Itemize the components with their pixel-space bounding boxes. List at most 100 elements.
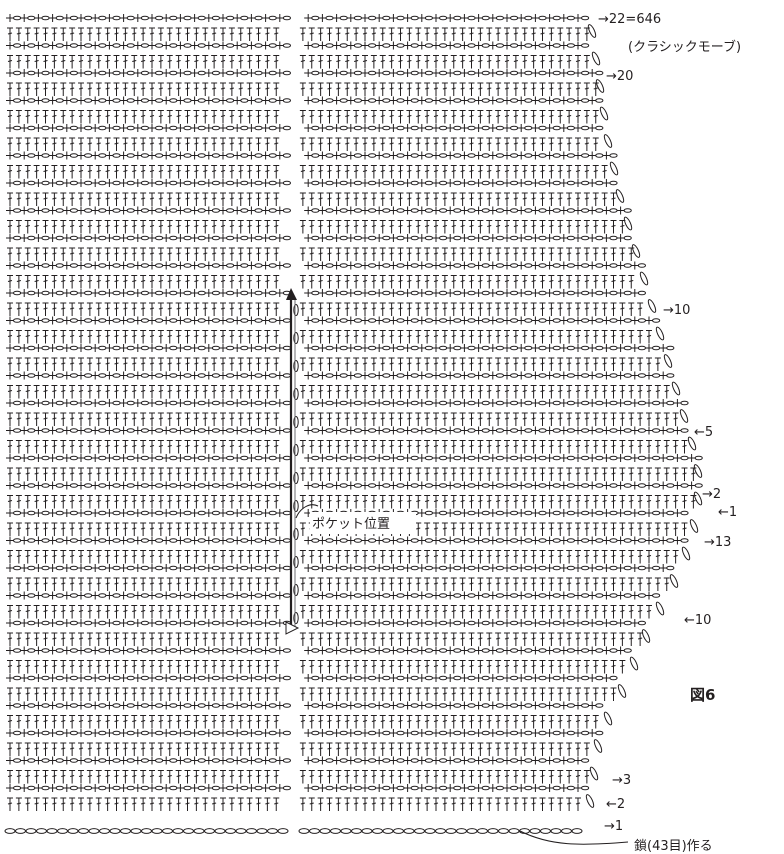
dc-stitch (531, 280, 536, 282)
dc-stitch (398, 417, 403, 420)
dc-stitch (549, 280, 554, 282)
dc-stitch (238, 252, 243, 255)
chain-stitch (552, 290, 561, 296)
chain-stitch (311, 400, 320, 406)
dc-stitch (238, 142, 243, 145)
dc-stitch (567, 87, 572, 90)
chain-stitch (609, 318, 618, 323)
dc-stitch (274, 362, 279, 365)
chain-stitch (467, 15, 476, 21)
dc-stitch (584, 390, 589, 392)
chain-stitch (424, 98, 433, 103)
chain-stitch (382, 208, 391, 213)
chain-stitch (112, 15, 121, 21)
dc-stitch (504, 115, 510, 117)
dc-stitch (602, 335, 607, 337)
dc-stitch (78, 87, 84, 90)
chain-stitch (197, 98, 206, 103)
chain-stitch (396, 43, 405, 48)
dc-stitch (52, 280, 57, 282)
chain-stitch (538, 125, 547, 131)
dc-stitch (327, 390, 332, 392)
chain-stitch (538, 43, 547, 48)
chain-stitch (595, 153, 604, 158)
chain-stitch (524, 373, 533, 378)
chain-stitch (368, 263, 377, 268)
chain-stitch (396, 235, 405, 241)
dc-stitch (380, 225, 385, 227)
dc-stitch (522, 170, 527, 172)
dc-stitch (345, 307, 350, 310)
dc-stitch (354, 335, 359, 337)
dc-stitch (274, 170, 279, 172)
chain-stitch (41, 70, 50, 76)
dc-stitch (646, 390, 652, 392)
chain-stitch (226, 290, 235, 296)
dc-stitch (238, 32, 243, 35)
chain-stitch (240, 318, 249, 323)
dc-stitch (274, 280, 279, 282)
chain-stitch (495, 263, 504, 268)
chain-stitch (211, 263, 220, 268)
dc-stitch (549, 335, 554, 337)
dc-stitch (558, 142, 563, 145)
chain-stitch (481, 290, 490, 296)
dc-stitch (212, 307, 217, 310)
chain-stitch (382, 345, 391, 351)
chain-stitch (467, 125, 476, 131)
dc-stitch (558, 32, 563, 35)
dc-stitch (575, 417, 581, 420)
stitch-row (6, 14, 590, 41)
dc-stitch (61, 280, 66, 282)
chain-stitch (55, 180, 64, 186)
chain-stitch (41, 290, 50, 296)
chain-stitch (609, 373, 618, 378)
dc-stitch (362, 60, 368, 62)
chain-stitch (268, 345, 277, 351)
chain-stitch (439, 263, 448, 268)
dc-stitch (70, 417, 75, 420)
dc-stitch (16, 335, 21, 337)
chain-stitch (98, 125, 107, 131)
dc-stitch (522, 280, 527, 282)
chain-stitch (396, 70, 405, 76)
chain-stitch (439, 15, 448, 21)
chain-stitch (240, 125, 249, 131)
chain-stitch (581, 263, 590, 268)
chain-stitch (84, 208, 93, 213)
stitch-row (6, 96, 604, 124)
dc-stitch (433, 390, 439, 392)
dc-stitch (362, 362, 368, 365)
dc-stitch (504, 252, 510, 255)
chain-stitch (538, 318, 547, 323)
chain-stitch (126, 98, 135, 103)
chain-stitch (467, 263, 476, 268)
dc-stitch (96, 362, 101, 365)
dc-stitch (425, 307, 430, 310)
dc-stitch (531, 60, 536, 62)
dc-stitch (96, 307, 101, 310)
chain-stitch (254, 318, 263, 323)
dc-stitch (220, 390, 226, 392)
chain-stitch (27, 180, 36, 186)
dc-stitch (43, 170, 48, 172)
dc-stitch (558, 197, 563, 200)
dc-stitch (345, 417, 350, 420)
dc-stitch (620, 390, 625, 392)
chain-stitch (325, 400, 334, 406)
dc-stitch (540, 87, 545, 90)
dc-stitch (629, 390, 634, 392)
dc-stitch (416, 197, 421, 200)
chain-stitch (197, 70, 206, 76)
dc-stitch (336, 225, 341, 227)
dc-stitch (416, 417, 421, 420)
chain-stitch (566, 125, 576, 131)
dc-stitch (70, 170, 75, 172)
dc-stitch (61, 252, 66, 255)
dc-stitch (167, 252, 172, 255)
chain-stitch (84, 400, 93, 406)
dc-stitch (496, 390, 501, 392)
chain-stitch (55, 153, 64, 158)
dc-stitch (265, 335, 270, 337)
dc-stitch (185, 417, 190, 420)
